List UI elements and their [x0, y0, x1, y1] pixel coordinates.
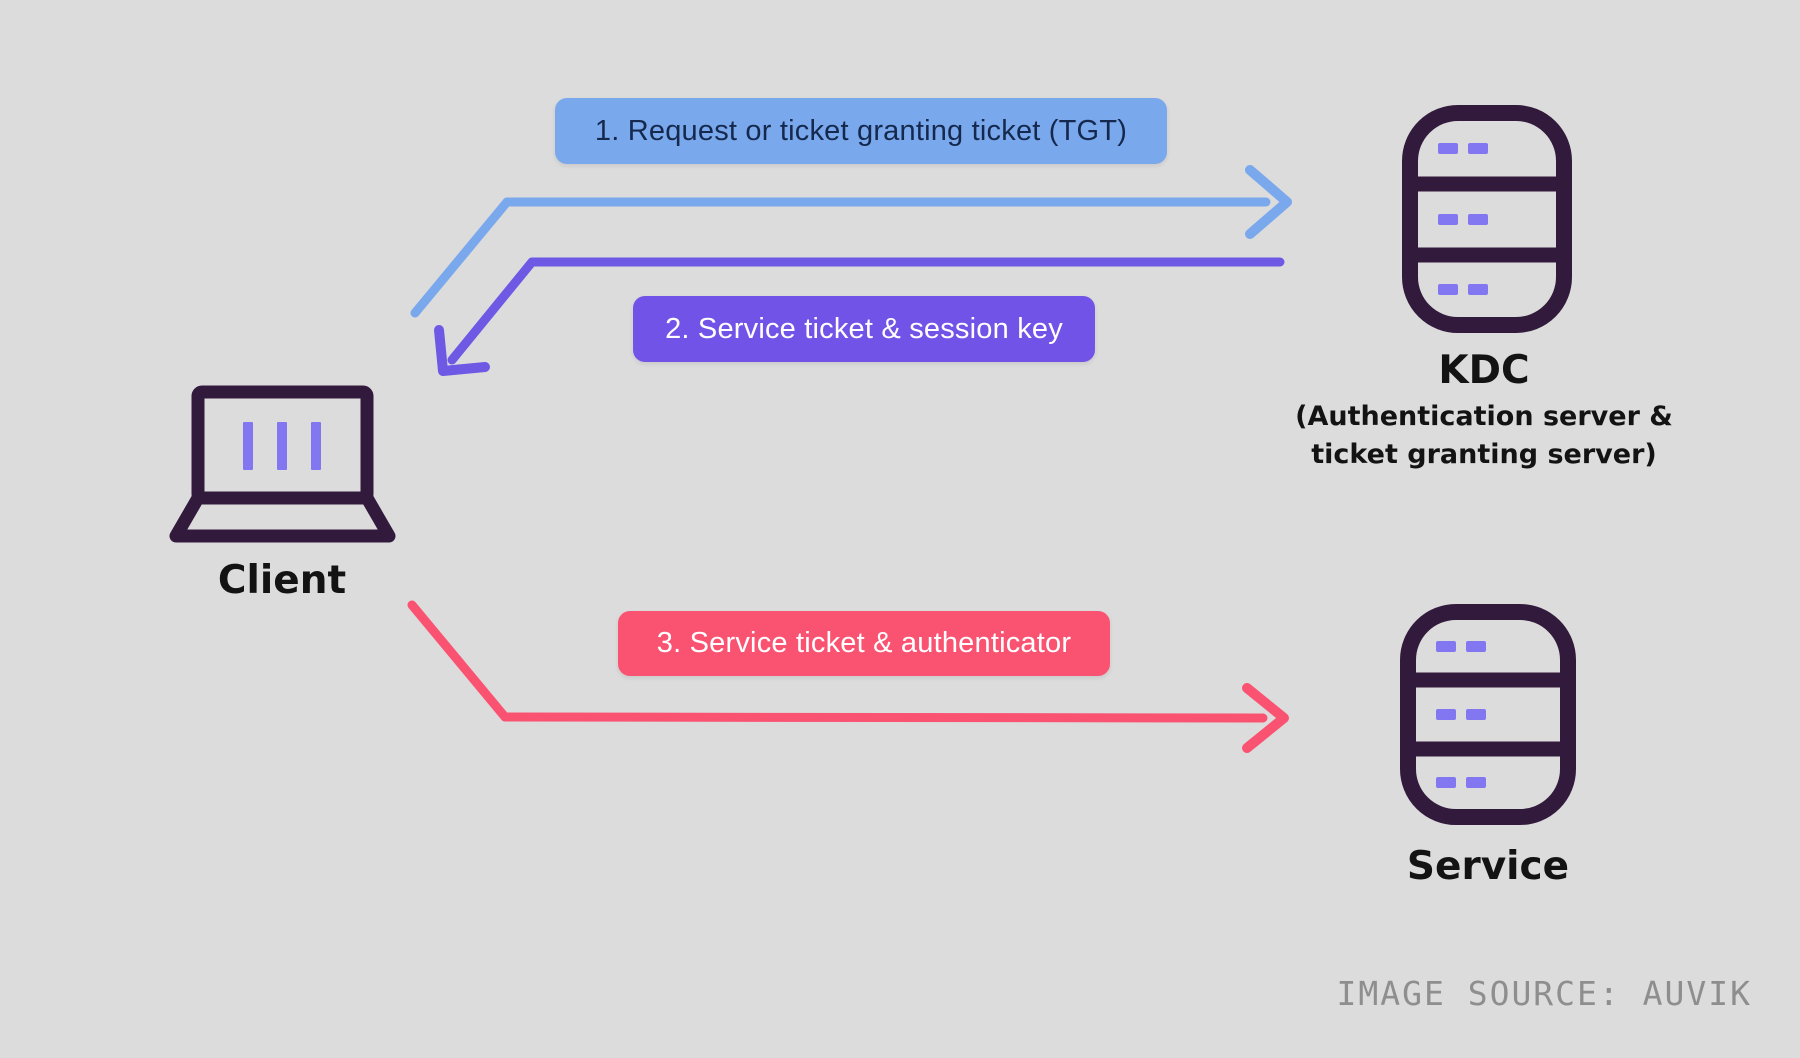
kdc-sublabel-line2: ticket granting server) — [1311, 439, 1657, 470]
flow1-arrow — [410, 165, 1292, 318]
flow1-arrowhead-icon — [1245, 165, 1292, 239]
kdc-label: KDC (Authentication server & ticket gran… — [1258, 348, 1710, 474]
client-label: Client — [162, 558, 402, 604]
flow3-arrowhead-icon — [1242, 683, 1289, 753]
flow3-arrow — [407, 600, 1289, 753]
flow2-label: 2. Service ticket & session key — [633, 296, 1095, 362]
kdc-title: KDC — [1438, 348, 1530, 393]
flow2-line — [447, 257, 1285, 365]
flow2-arrow — [434, 257, 1285, 376]
flow3-line — [407, 600, 1268, 723]
flow2-arrowhead-icon — [434, 325, 490, 376]
service-server-icon — [1400, 604, 1576, 825]
client-title: Client — [217, 558, 347, 603]
flow1-line — [410, 197, 1271, 318]
kdc-server-icon — [1402, 105, 1572, 333]
laptop-screen-bar — [311, 422, 321, 470]
laptop-icon — [169, 385, 396, 543]
kdc-sublabel-line1: (Authentication server & — [1295, 401, 1673, 432]
laptop-screen-bar — [277, 422, 287, 470]
laptop-screen-bar — [243, 422, 253, 470]
flow3-label: 3. Service ticket & authenticator — [618, 611, 1110, 676]
service-title: Service — [1406, 844, 1570, 889]
flow1-label: 1. Request or ticket granting ticket (TG… — [555, 98, 1167, 164]
service-label: Service — [1338, 844, 1638, 890]
image-source-credit: IMAGE SOURCE: AUVIK — [1336, 974, 1752, 1013]
